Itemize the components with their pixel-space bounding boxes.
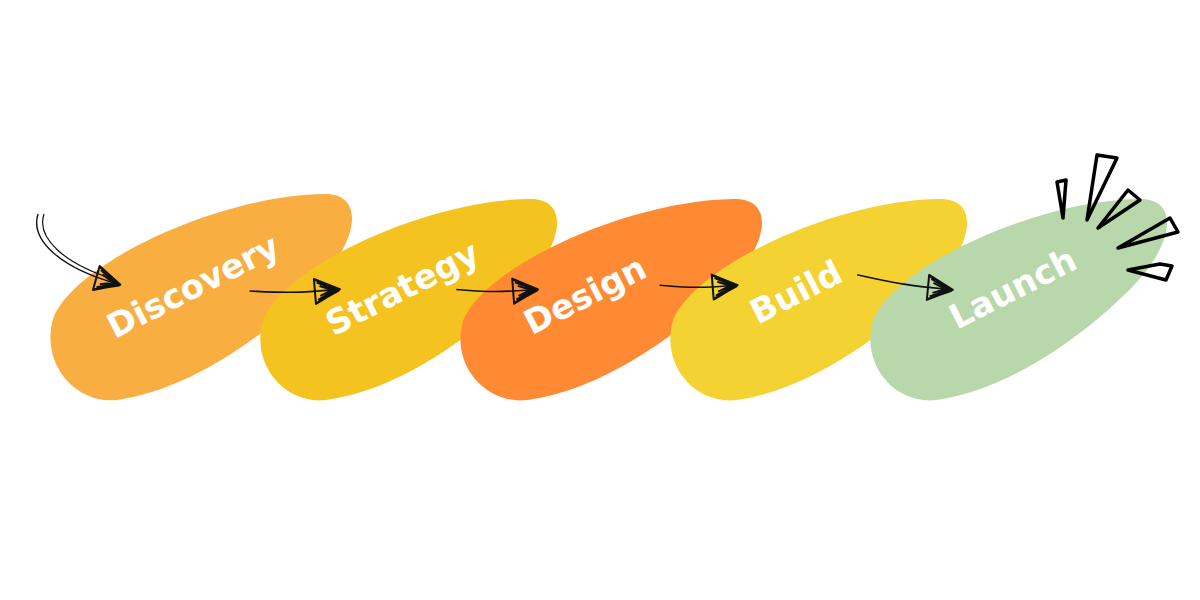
flow-arrow bbox=[660, 285, 736, 287]
flow-arrow bbox=[857, 275, 950, 290]
process-blob: Launch bbox=[865, 195, 1170, 405]
flow-arrow bbox=[250, 290, 338, 293]
flow-arrow bbox=[456, 290, 535, 292]
burst-marks bbox=[1057, 155, 1178, 280]
edge-layer bbox=[250, 275, 951, 293]
start-arrow bbox=[37, 214, 118, 284]
